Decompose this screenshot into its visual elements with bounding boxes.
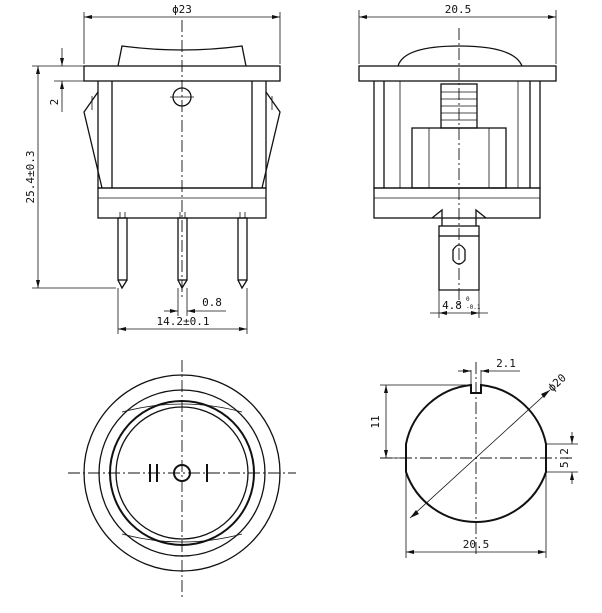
front-bezel [83, 65, 281, 82]
front-snap-clip-right [261, 91, 281, 189]
cutout-width-dim: 20.5 [463, 538, 490, 551]
side-width-dim: 20.5 [445, 3, 472, 16]
cutout-outline [405, 383, 547, 523]
cutout-flat-dim: 5.2 [558, 448, 571, 468]
front-terminals [117, 212, 248, 290]
top-rocker-outer [109, 400, 255, 546]
cutout-key-width-dim: 2.1 [496, 357, 516, 370]
side-terminal-hole [452, 244, 466, 265]
top-bezel-outer [83, 374, 281, 572]
front-terminal-thickness-dim: 0.8 [202, 296, 222, 309]
cutout-view: 2.1 ϕ20 11 5.2 20.5 [369, 357, 578, 558]
side-terminal-width-tol-upper: 0 [466, 296, 470, 303]
top-markings [149, 464, 208, 482]
front-height-dim: 25.4±0.3 [24, 151, 37, 204]
top-view [68, 360, 296, 598]
side-rocker [397, 45, 523, 67]
front-view: ϕ23 25.4±0.3 2 0.8 14.2±0.1 [24, 3, 281, 334]
front-flange-dim: 2 [48, 99, 61, 106]
side-bezel [358, 65, 557, 82]
top-bezel-step [98, 389, 266, 557]
front-width-dim: ϕ23 [172, 3, 192, 16]
side-terminal-width-tol-lower: -0.1 [466, 304, 481, 311]
side-base [373, 187, 541, 219]
side-housing [373, 81, 541, 189]
side-view: 20.5 4.8 0 -0.1 [358, 3, 557, 318]
front-snap-clip-left [83, 91, 103, 189]
top-rocker-inner [115, 406, 249, 540]
side-terminal [438, 236, 480, 291]
cutout-key-depth-dim: 11 [369, 415, 382, 428]
front-rocker [117, 45, 247, 67]
side-terminal-neck [438, 225, 480, 237]
front-terminal-pitch-dim: 14.2±0.1 [157, 315, 210, 328]
side-terminal-width-dim: 4.8 [442, 299, 462, 312]
marking-center-circle [173, 464, 191, 482]
